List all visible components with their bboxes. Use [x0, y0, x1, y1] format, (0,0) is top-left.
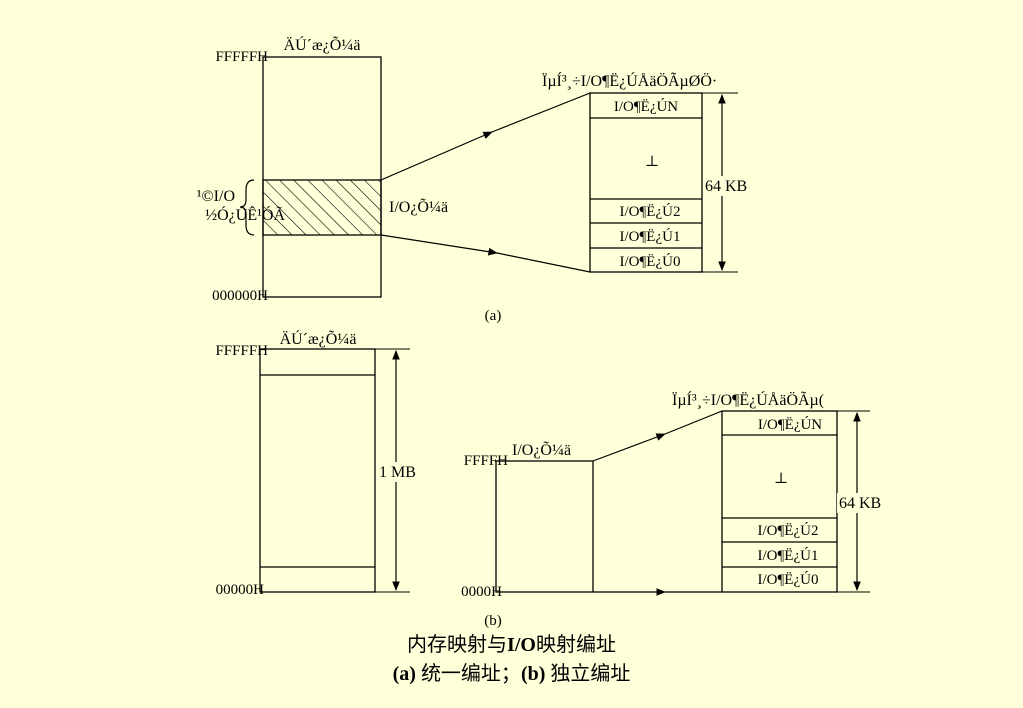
- diagram-b: ÄÚ´æ¿Õ¼ä FFFFFH 00000H 1 MB I/O¿Õ¼ä FFFF…: [215, 329, 905, 629]
- addr-bottom-a: 000000H: [212, 288, 268, 304]
- port-ellipsis-b: ⊥: [774, 471, 788, 487]
- shared-io-label-line1: ¹©I/O: [197, 188, 235, 205]
- addr-top-b: FFFFFH: [215, 343, 268, 359]
- arrow-top-b: [592, 433, 666, 462]
- addr-top-a: FFFFFH: [215, 49, 268, 65]
- port-table-title-a: ÏµÍ³¸÷I/O¶Ë¿ÚÅäÖÃµØÖ·: [542, 71, 717, 90]
- port-1-b: I/O¶Ë¿Ú1: [758, 547, 819, 564]
- size-label-b: 64 KB: [839, 495, 881, 512]
- figure-caption-line1: 内存映射与I/O映射编址: [0, 628, 1023, 657]
- panel-label-b: (b): [484, 613, 502, 629]
- shared-io-label-line2: ½Ó¿ÚÊ¹ÓÃ: [205, 205, 285, 224]
- brace-a: [239, 179, 255, 236]
- figure-caption-line2: (a) 统一编址；(b) 独立编址: [0, 657, 1023, 686]
- io-space-label-a: I/O¿Õ¼ä: [389, 198, 448, 216]
- port-n-b: I/O¶Ë¿ÚN: [758, 416, 822, 433]
- port-n-a: I/O¶Ë¿ÚN: [614, 98, 678, 115]
- caption-label-b: (b): [520, 663, 546, 685]
- caption-text-a: 统一编址；: [415, 663, 521, 685]
- memory-space-label-a: ÄÚ´æ¿Õ¼ä: [284, 35, 361, 54]
- caption-label-a: (a): [392, 663, 416, 685]
- port-ellipsis-a: ⊥: [645, 154, 659, 170]
- caption-text: 内存映射与: [407, 634, 508, 656]
- memory-space-label-b: ÄÚ´æ¿Õ¼ä: [280, 329, 357, 348]
- arrow-bottom-a-ext: [496, 252, 591, 273]
- io-addr-top-b: FFFFH: [464, 453, 508, 469]
- io-space-b: [495, 460, 594, 593]
- caption-text-tail: 映射编址: [535, 634, 616, 656]
- caption-bold-text: I/O: [507, 634, 536, 656]
- port-table-b: [721, 410, 838, 593]
- caption-text-b: 独立编址: [545, 663, 631, 685]
- io-space-label-b: I/O¿Õ¼ä: [512, 441, 571, 459]
- shared-io-region-a: [262, 179, 382, 236]
- port-table-a: [589, 92, 703, 273]
- size-label-a: 64 KB: [705, 178, 747, 195]
- arrow-bottom-a: [380, 234, 498, 256]
- port-2-a: I/O¶Ë¿Ú2: [620, 203, 681, 220]
- memory-space-a: [262, 56, 382, 298]
- port-2-b: I/O¶Ë¿Ú2: [758, 522, 819, 539]
- addr-bottom-b: 00000H: [216, 582, 265, 598]
- port-0-b: I/O¶Ë¿Ú0: [758, 571, 819, 588]
- arrow-top-a-ext: [491, 92, 591, 133]
- port-1-a: I/O¶Ë¿Ú1: [620, 228, 681, 245]
- port-table-title-b: ÏµÍ³¸÷I/O¶Ë¿ÚÅäÖÃµ(: [672, 390, 824, 409]
- arrow-top-a: [380, 131, 493, 181]
- arrow-top-b-ext: [664, 410, 723, 435]
- panel-label-a: (a): [485, 308, 502, 324]
- diagram-a: ÄÚ´æ¿Õ¼ä FFFFFH 000000H ¹©I/O ½Ó¿ÚÊ¹ÓÃ I…: [197, 35, 769, 324]
- io-addr-bottom-b: 0000H: [461, 584, 502, 600]
- memory-space-b: [259, 348, 376, 593]
- port-0-a: I/O¶Ë¿Ú0: [620, 253, 681, 270]
- memory-size-label-b: 1 MB: [379, 464, 416, 481]
